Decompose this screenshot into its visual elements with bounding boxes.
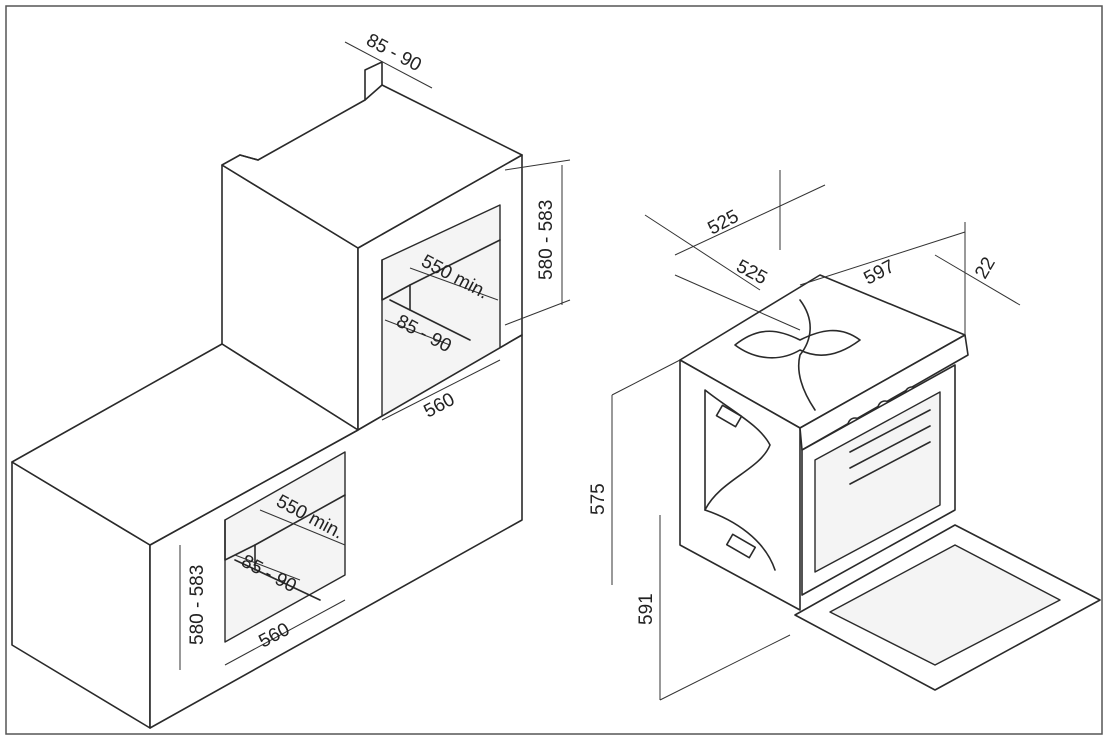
oven-side-brace-upper xyxy=(704,389,771,511)
label-oven-depth-outer: 525 xyxy=(704,206,742,239)
lower-niche-inner-left xyxy=(224,519,256,571)
lower-niche-inner-shelf xyxy=(234,559,321,601)
cabinet-drawing xyxy=(11,41,571,729)
lower-niche-opening xyxy=(224,451,346,643)
label-lower-height: 580 - 583 xyxy=(187,565,208,645)
upper-niche-inner-left xyxy=(381,259,411,311)
frame-border xyxy=(5,5,1103,735)
label-oven-depth-inner: 525 xyxy=(733,256,771,289)
oven-rack-1 xyxy=(849,409,931,453)
oven-control-panel xyxy=(799,334,969,451)
dim-line-upper-inner xyxy=(384,319,451,346)
dim-line-lower-inner xyxy=(234,554,301,581)
dim-ext-upper-height-bottom xyxy=(504,299,571,326)
oven-top-cross-brace xyxy=(734,329,861,359)
upper-cabinet-top-edge xyxy=(239,154,259,161)
dim-line-lower-depth xyxy=(259,509,346,546)
dim-line-upper-width xyxy=(381,359,501,421)
oven-top-rib xyxy=(797,299,816,411)
lower-niche-inner-back xyxy=(254,494,346,546)
dim-ext-oven-body-top xyxy=(611,359,681,396)
label-oven-panel: 22 xyxy=(971,254,1000,283)
upper-niche-inner-back xyxy=(409,239,501,286)
dim-line-oven-depth-inner xyxy=(674,274,801,331)
label-oven-total-height: 591 xyxy=(636,593,657,625)
oven-rack-2 xyxy=(849,425,931,469)
oven-side-vent-lower xyxy=(725,533,757,559)
dim-ext-upper-height-top xyxy=(504,159,571,171)
lower-cabinet-top-face xyxy=(11,343,359,546)
dim-line-upper-depth xyxy=(409,267,499,301)
dim-line-lower-width xyxy=(224,599,346,666)
upper-niche-inner-shelf xyxy=(389,299,471,341)
label-niche-top: 85 - 90 xyxy=(363,30,425,76)
label-oven-body-height: 575 xyxy=(588,483,609,515)
dim-line-oven-depth-outer xyxy=(674,184,826,256)
dim-ext-oven-total-bottom xyxy=(659,634,791,701)
oven-door-glass xyxy=(829,544,1061,666)
oven-drawing xyxy=(611,170,1101,701)
dim-line-oven-panel xyxy=(934,254,1021,306)
label-upper-height: 580 - 583 xyxy=(536,200,557,280)
dim-line-oven-width xyxy=(799,231,966,286)
oven-side-face xyxy=(679,359,801,611)
oven-rack-3 xyxy=(849,441,931,485)
upper-cabinet-vent-slot xyxy=(364,61,383,101)
dim-ext-oven-depth xyxy=(644,214,761,291)
oven-side-vent-upper xyxy=(715,404,743,428)
label-oven-width: 597 xyxy=(860,256,898,289)
oven-side-brace-lower xyxy=(704,509,776,571)
dim-line-niche-top xyxy=(344,41,433,89)
